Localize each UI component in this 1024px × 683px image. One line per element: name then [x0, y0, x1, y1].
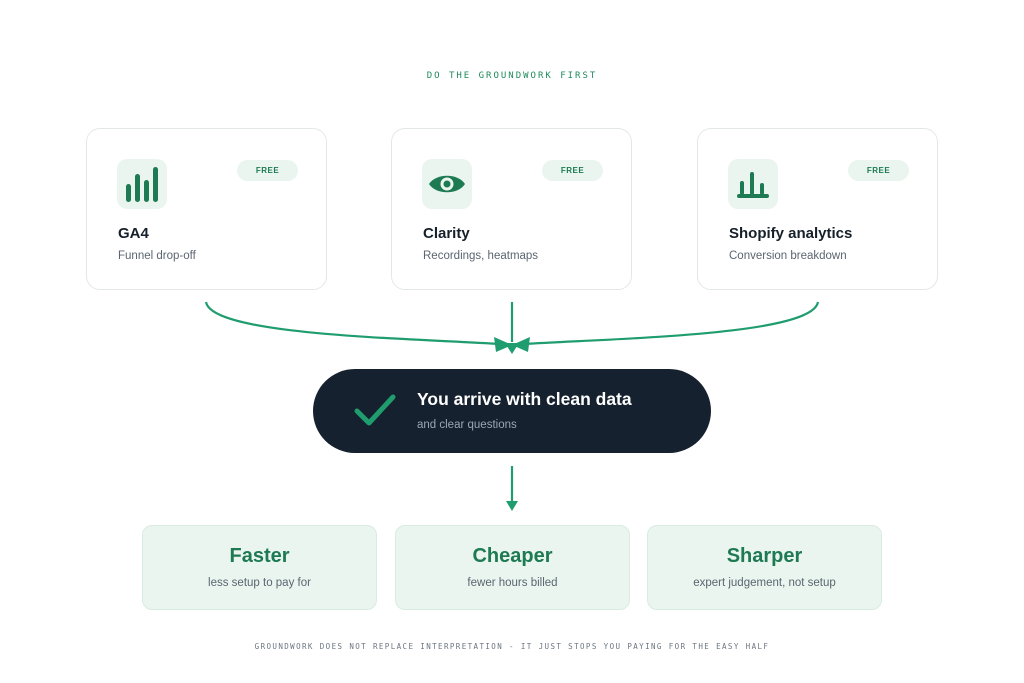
arrow-from-shopify [523, 301, 820, 346]
small-bar-chart-icon [728, 159, 778, 209]
benefit-subtitle: less setup to pay for [208, 577, 311, 589]
tool-card-ga4: FREE GA4 Funnel drop-off [86, 128, 327, 290]
free-badge: FREE [237, 160, 298, 181]
tool-title: Clarity [423, 225, 470, 242]
benefit-title: Faster [229, 545, 290, 567]
bar-chart-icon [117, 159, 167, 209]
section-eyebrow: DO THE GROUNDWORK FIRST [426, 71, 598, 81]
result-pill: You arrive with clean data and clear que… [313, 369, 711, 453]
eye-icon [422, 159, 472, 209]
arrow-from-ga4 [204, 301, 501, 346]
tool-subtitle: Funnel drop-off [118, 250, 196, 262]
free-badge: FREE [542, 160, 603, 181]
footnote: GROUNDWORK DOES NOT REPLACE INTERPRETATI… [254, 642, 770, 651]
checkmark-icon [354, 394, 396, 426]
result-subtitle: and clear questions [417, 419, 517, 431]
benefit-title: Sharper [726, 545, 803, 567]
tool-subtitle: Conversion breakdown [729, 250, 847, 262]
tool-subtitle: Recordings, heatmaps [423, 250, 539, 262]
benefit-card-cheaper: Cheaper fewer hours billed [395, 525, 630, 610]
benefit-card-faster: Faster less setup to pay for [142, 525, 377, 610]
free-badge: FREE [848, 160, 909, 181]
arrowhead-down [506, 501, 518, 511]
arrowhead-left [494, 337, 512, 352]
tool-title: Shopify analytics [729, 225, 853, 242]
tool-card-shopify: FREE Shopify analytics Conversion breakd… [697, 128, 938, 290]
arrowhead-right [512, 337, 530, 352]
benefit-subtitle: expert judgement, not setup [693, 577, 836, 589]
result-title: You arrive with clean data [417, 389, 632, 409]
benefit-card-sharper: Sharper expert judgement, not setup [647, 525, 882, 610]
arrowhead-center [505, 343, 519, 354]
benefit-subtitle: fewer hours billed [467, 577, 558, 589]
benefit-title: Cheaper [472, 545, 553, 567]
tool-title: GA4 [118, 225, 149, 242]
tool-card-clarity: FREE Clarity Recordings, heatmaps [391, 128, 632, 290]
